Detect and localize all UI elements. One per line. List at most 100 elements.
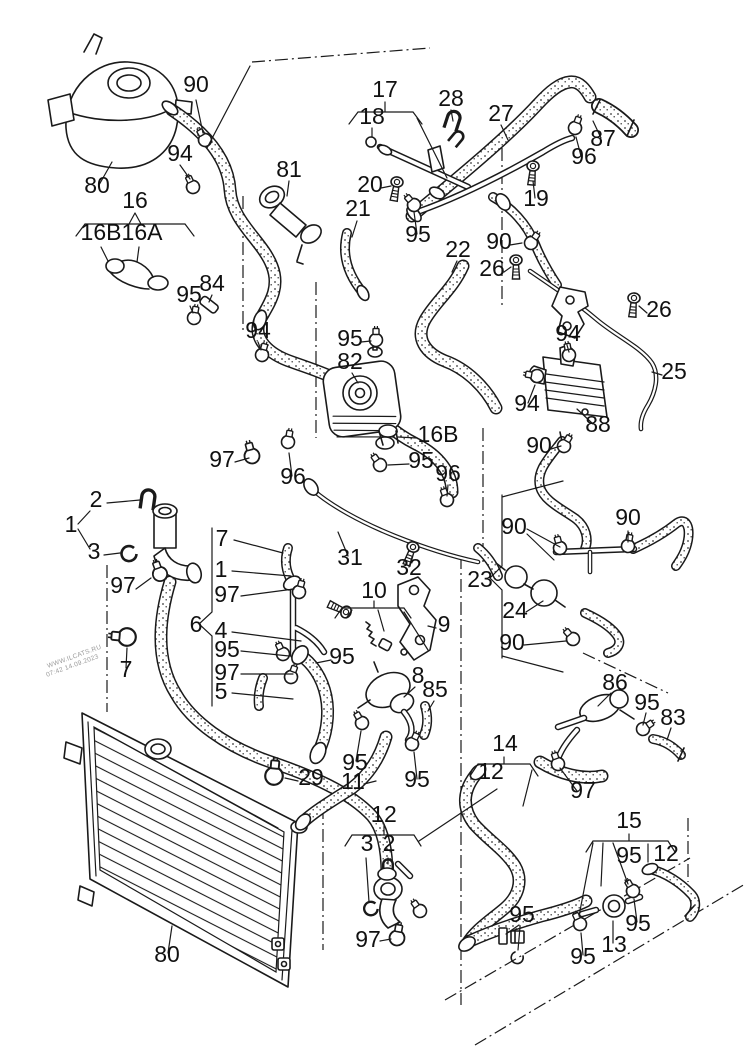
callout-item6-4[interactable]: 4 (215, 617, 228, 643)
callout-hose-21[interactable]: 21 (345, 195, 371, 221)
bracket-9-part (397, 576, 437, 661)
callout-clamp-95-e[interactable]: 95 (329, 643, 355, 669)
callout-hose-22[interactable]: 22 (445, 236, 471, 262)
callout-pipe-17[interactable]: 17 (372, 76, 398, 102)
callout-clamp-95-k[interactable]: 95 (625, 910, 651, 936)
callout-clamp-95-c[interactable]: 95 (337, 325, 363, 351)
callout-radiator-80[interactable]: 80 (154, 941, 180, 967)
leader-lines (98, 65, 672, 956)
callout-bolt-26-a[interactable]: 26 (479, 255, 505, 281)
bracket-16a-part (105, 258, 169, 291)
callout-pipe-84[interactable]: 84 (199, 270, 225, 296)
callout-cooler-82[interactable]: 82 (337, 348, 363, 374)
callout-16a[interactable]: 16A (122, 219, 164, 245)
callout-hose-12-a[interactable]: 12 (478, 758, 504, 784)
coolant-hoses (161, 82, 695, 944)
oil-cooler-82 (322, 339, 402, 438)
callout-seal-3[interactable]: 3 (88, 538, 101, 564)
callout-hose-27[interactable]: 27 (488, 100, 514, 126)
callout-item6-97a[interactable]: 97 (214, 581, 240, 607)
callout-clamp-95-b[interactable]: 95 (405, 221, 431, 247)
callout-tank-80[interactable]: 80 (84, 172, 110, 198)
callout-clamp-94-tank[interactable]: 94 (167, 140, 193, 166)
callout-clamp-95-f[interactable]: 95 (342, 749, 368, 775)
callout-bracket-15[interactable]: 15 (616, 807, 642, 833)
callout-bracket-16[interactable]: 16 (122, 187, 148, 213)
callout-seal-3-b[interactable]: 3 (361, 830, 374, 856)
callout-clamp-94-b[interactable]: 94 (245, 317, 271, 343)
bracket-14-shape (469, 756, 539, 807)
callout-bolts-10[interactable]: 10 (361, 577, 387, 603)
callout-clamp-95-h[interactable]: 95 (634, 689, 660, 715)
bracket-10-shape (334, 600, 429, 651)
callout-bracket-9[interactable]: 9 (438, 611, 451, 637)
callout-valve-24[interactable]: 24 (502, 597, 528, 623)
callout-hose-85[interactable]: 85 (422, 676, 448, 702)
callout-clamp-94-d[interactable]: 94 (514, 390, 540, 416)
callout-item15-12[interactable]: 12 (653, 840, 679, 866)
bracket-1-shape (77, 510, 91, 550)
callout-clamp-96-a[interactable]: 96 (571, 143, 597, 169)
callout-clamp-95-j[interactable]: 95 (570, 943, 596, 969)
callout-bracket-14[interactable]: 14 (492, 730, 518, 756)
callout-bracket-12[interactable]: 12 (371, 801, 397, 827)
callout-valve-86[interactable]: 86 (602, 669, 628, 695)
callout-item6-97b[interactable]: 97 (214, 659, 240, 685)
pipe-84-part (199, 295, 219, 314)
callout-clamp-90-f[interactable]: 90 (499, 629, 525, 655)
callout-clamp-96-b[interactable]: 96 (280, 463, 306, 489)
callout-clamp-97-a[interactable]: 97 (209, 446, 235, 472)
outlet-elbow-12 (362, 858, 414, 929)
callout-hose-83[interactable]: 83 (660, 704, 686, 730)
callout-clamp-94-c[interactable]: 94 (555, 320, 581, 346)
callout-pipe-25[interactable]: 25 (661, 358, 687, 384)
callout-item6-1[interactable]: 1 (215, 556, 228, 582)
callout-bolt-26-b[interactable]: 26 (646, 296, 672, 322)
callout-bracket-6[interactable]: 6 (190, 611, 203, 637)
callout-clip-2-b[interactable]: 2 (383, 830, 396, 856)
callout-seal-18[interactable]: 18 (359, 103, 385, 129)
callout-pipe-31[interactable]: 31 (337, 544, 363, 570)
callout-item15-95[interactable]: 95 (616, 842, 642, 868)
bracket-19-part (551, 286, 589, 339)
callout-bracket-1[interactable]: 1 (65, 511, 78, 537)
callout-clamp-95-g[interactable]: 95 (404, 766, 430, 792)
callout-clamp-90-b[interactable]: 90 (486, 228, 512, 254)
callout-16b[interactable]: 16B (81, 219, 122, 245)
valve-24 (495, 562, 566, 608)
callout-clamp-90-c[interactable]: 90 (526, 432, 552, 458)
callout-clamp-97-d[interactable]: 97 (355, 926, 381, 952)
callout-clip-16b[interactable]: 16B (418, 421, 459, 447)
callout-cooler-88[interactable]: 88 (585, 411, 611, 437)
callout-clamp-97-c[interactable]: 97 (570, 777, 596, 803)
callout-clamp-7[interactable]: 7 (120, 656, 133, 682)
callout-clip-2[interactable]: 2 (90, 486, 103, 512)
callout-hose-87[interactable]: 87 (590, 125, 616, 151)
callout-clamp-90-e[interactable]: 90 (615, 504, 641, 530)
callout-bolt-20[interactable]: 20 (357, 171, 383, 197)
callout-clamp-95-a[interactable]: 95 (176, 281, 202, 307)
callout-pump-8[interactable]: 8 (412, 662, 425, 688)
callout-clamp-95-d[interactable]: 95 (408, 447, 434, 473)
callout-clamp-29[interactable]: 29 (298, 764, 324, 790)
callout-valve-13[interactable]: 13 (601, 931, 627, 957)
callout-clamp-90-d[interactable]: 90 (501, 513, 527, 539)
callout-clamp-90-tank[interactable]: 90 (183, 71, 209, 97)
callout-hose-11[interactable]: 11 (341, 768, 365, 794)
hose-cuffs (161, 100, 659, 952)
callout-bracket-23[interactable]: 23 (467, 566, 493, 592)
callout-bolt-32[interactable]: 32 (396, 554, 422, 580)
callout-clamp-95-i[interactable]: 95 (509, 901, 535, 927)
label-brackets (75, 101, 676, 917)
callout-item6-95[interactable]: 95 (214, 636, 240, 662)
radiator (63, 712, 308, 988)
bolt-spring-10 (325, 597, 393, 652)
callout-bolt-19[interactable]: 19 (523, 185, 549, 211)
callout-connector-81[interactable]: 81 (276, 156, 302, 182)
callout-item6-5[interactable]: 5 (215, 678, 228, 704)
callout-item6-7[interactable]: 7 (216, 525, 229, 551)
callout-clamp-97-b[interactable]: 97 (110, 572, 136, 598)
callout-clip-28[interactable]: 28 (438, 85, 464, 111)
callout-clamp-96-c[interactable]: 96 (435, 460, 461, 486)
